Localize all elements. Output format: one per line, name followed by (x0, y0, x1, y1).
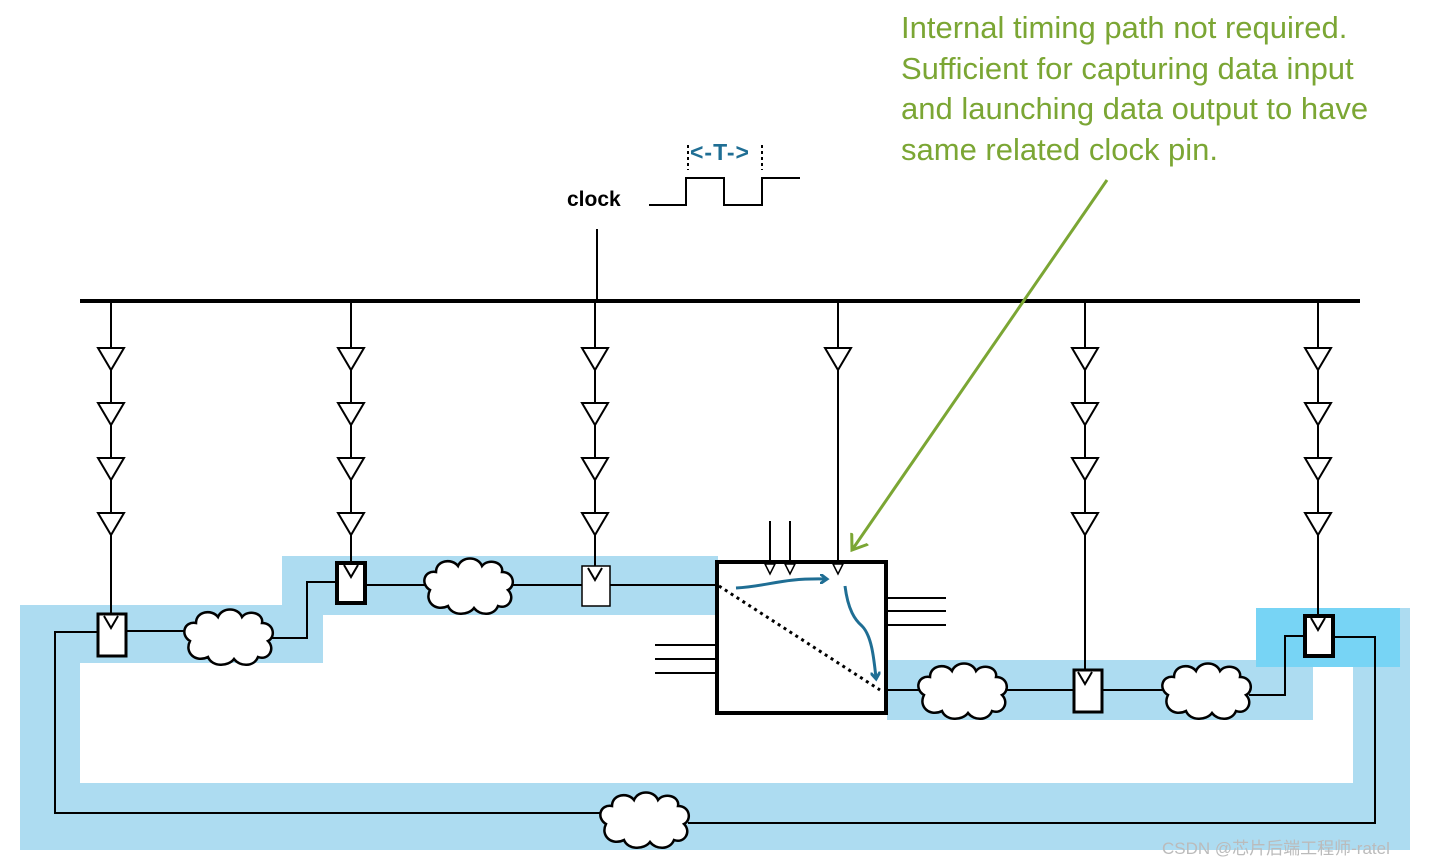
clock-buffer-icon (580, 457, 610, 482)
logic-cloud (1161, 662, 1253, 721)
clock-buffer-icon (1303, 402, 1333, 427)
clock-buffer-icon (823, 347, 853, 372)
clock-waveform (649, 177, 800, 206)
flip-flop (96, 612, 128, 658)
clock-pin-markers (103, 564, 1326, 686)
logic-cloud (917, 662, 1009, 721)
clock-buffer-icon (1303, 347, 1333, 372)
clock-buffers (96, 347, 1333, 537)
internal-output-arrow (843, 585, 876, 678)
clock-buffer-icon (336, 512, 366, 537)
clock-buffer-icon (336, 347, 366, 372)
clock-buffer-icon (96, 512, 126, 537)
clock-buffer-icon (1070, 402, 1100, 427)
flip-flop (1303, 614, 1335, 658)
clock-buffer-icon (96, 457, 126, 482)
clock-buffer-icon (336, 457, 366, 482)
macro-clock-pins (763, 563, 845, 576)
hard-macro-block (715, 560, 888, 715)
logic-cloud (599, 791, 691, 850)
clock-buffer-icon (1303, 512, 1333, 537)
clock-buffer-icon (580, 512, 610, 537)
clock-buffer-icon (1070, 512, 1100, 537)
clock-buffer-icon (580, 347, 610, 372)
clock-buffer-icon (336, 402, 366, 427)
data-wires (54, 521, 1376, 824)
logic-cloud (423, 557, 515, 616)
logic-cloud (183, 608, 275, 667)
clock-buffer-icon (580, 402, 610, 427)
clock-buffer-icon (96, 402, 126, 427)
clock-buffer-icon (1303, 457, 1333, 482)
annotation-arrow (852, 179, 1109, 550)
annotation-line: Internal timing path not required. (901, 10, 1348, 45)
annotation-line: Sufficient for capturing data input (901, 50, 1354, 86)
period-label: <-T-> (690, 139, 750, 165)
annotation-line: and launching data output to have (901, 91, 1369, 126)
annotation-text: Internal timing path not required. Suffi… (901, 8, 1368, 170)
clock-buffer-icon (96, 347, 126, 372)
clock-buffer-icon (1070, 457, 1100, 482)
annotation-line: same related clock pin. (901, 131, 1219, 167)
clock-label: clock (567, 188, 621, 211)
period-markers (687, 145, 763, 170)
watermark: CSDN @芯片后端工程师-ratel (1162, 839, 1390, 858)
internal-input-arrow (735, 579, 826, 590)
clock-buffer-icon (1070, 347, 1100, 372)
